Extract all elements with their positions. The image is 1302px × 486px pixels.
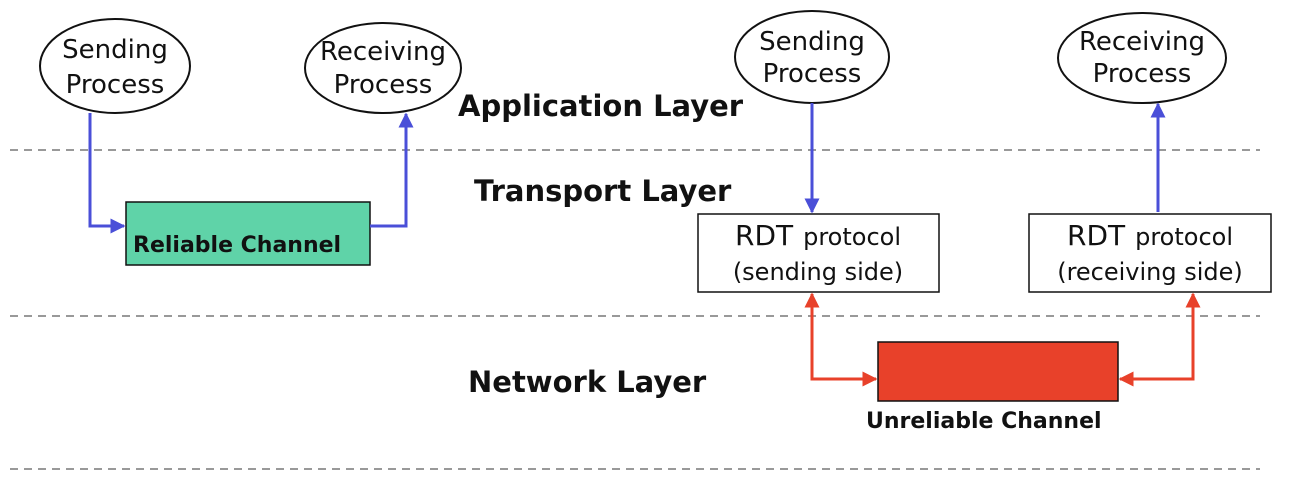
rdt-sending-side: RDT protocol (sending side): [697, 213, 940, 293]
rdt-send-line1: RDT protocol: [735, 219, 901, 252]
network-layer-label: Network Layer: [468, 365, 707, 399]
right-sender-line2: Process: [763, 59, 862, 89]
rdt-send-prefix: RDT: [735, 219, 794, 252]
right-receiver-line1: Receiving: [1079, 27, 1205, 57]
reliable-channel: Reliable Channel: [125, 201, 371, 266]
rdt-recv-line1: RDT protocol: [1067, 219, 1233, 252]
left-receiving-process: Receiving Process: [304, 22, 462, 114]
left-sender-line1: Sending: [62, 35, 168, 65]
unreliable-channel: Unreliable Channel: [866, 341, 1119, 434]
right-sender-line1: Sending: [759, 27, 865, 57]
rdt-send-line2: (sending side): [733, 258, 903, 286]
arrow-unreliable-to-rdt-recv: [1118, 292, 1201, 387]
rdt-recv-line2: (receiving side): [1057, 258, 1243, 286]
left-sending-process: Sending Process: [39, 18, 191, 114]
unreliable-channel-label: Unreliable Channel: [866, 409, 1102, 434]
rdt-recv-word: protocol: [1135, 223, 1233, 251]
left-receiver-line2: Process: [334, 70, 433, 100]
transport-layer-label: Transport Layer: [474, 174, 732, 208]
rdt-recv-prefix: RDT: [1067, 219, 1126, 252]
right-receiver-line2: Process: [1093, 59, 1192, 89]
arrow-left-channel-to-receiver: [370, 112, 414, 228]
right-sending-process: Sending Process: [734, 10, 890, 104]
arrow-rdt-send-to-unreliable: [804, 292, 878, 387]
left-sender-line2: Process: [66, 70, 165, 100]
arrow-left-send-to-channel: [88, 113, 126, 234]
right-receiving-process: Receiving Process: [1057, 12, 1227, 104]
application-layer-label: Application Layer: [458, 89, 744, 123]
rdt-send-word: protocol: [803, 223, 901, 251]
reliable-channel-label: Reliable Channel: [133, 233, 341, 258]
left-receiver-line1: Receiving: [320, 37, 446, 67]
rdt-receiving-side: RDT protocol (receiving side): [1028, 213, 1272, 293]
